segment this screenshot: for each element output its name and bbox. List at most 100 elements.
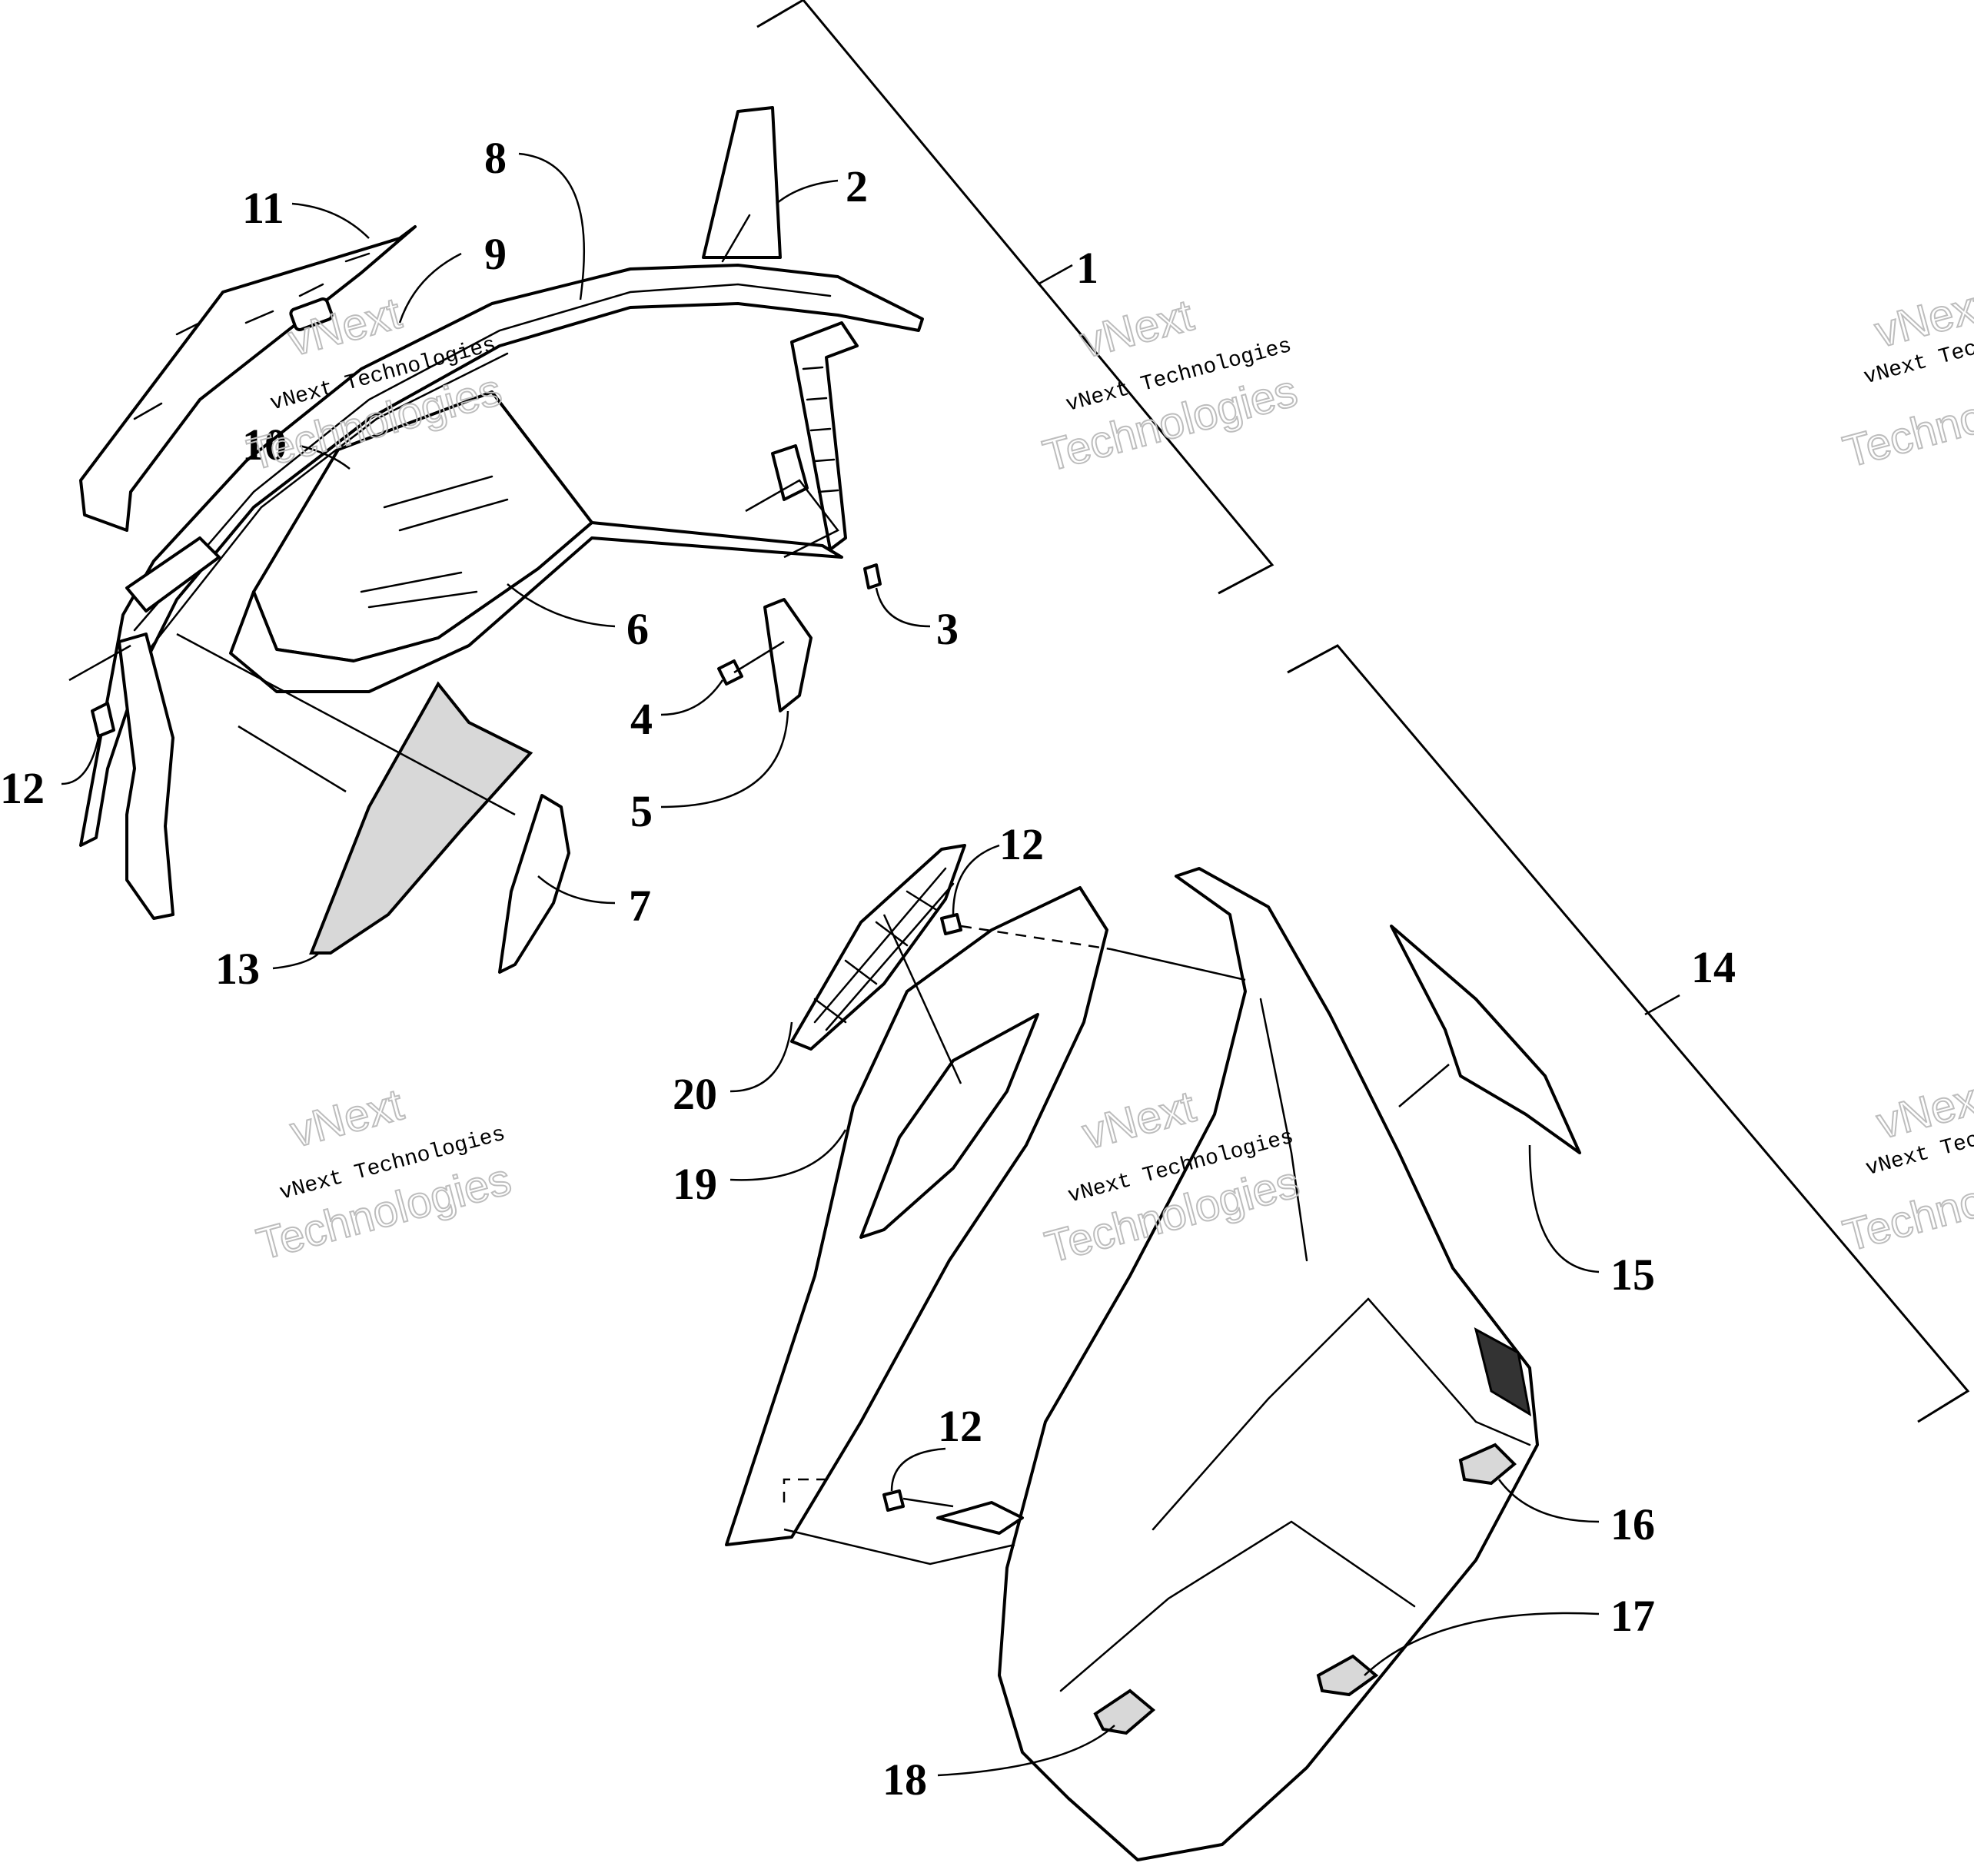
top-cap-clip [289, 297, 334, 332]
lower-bracket-lines [783, 1528, 1015, 1566]
watermark-upper-right: vNext vNext Technologies Technologies [1837, 279, 1974, 478]
nose-contour-2 [1152, 1297, 1370, 1531]
callout-15: 15 [1610, 1250, 1655, 1300]
strip-teeth [802, 366, 839, 493]
callout-12-mid: 12 [999, 819, 1044, 869]
callout-16: 16 [1610, 1499, 1655, 1549]
svg-text:vNext: vNext [285, 1079, 408, 1157]
nose-contour-1 [1367, 1297, 1531, 1446]
leader-9 [398, 252, 462, 324]
assembly-bracket-1 [756, 0, 1274, 595]
leader-7-b [238, 725, 347, 793]
callout-19: 19 [673, 1159, 717, 1209]
leader-5 [660, 710, 789, 809]
leader-7 [537, 875, 616, 905]
leader-17 [1364, 1612, 1600, 1676]
leader-11 [291, 202, 370, 239]
callout-3: 3 [936, 604, 959, 654]
svg-text:vNext: vNext [1077, 1081, 1200, 1159]
decal-part-16 [1458, 1443, 1517, 1486]
windshield-reflections [360, 475, 509, 609]
watermark-upper-center: vNext vNext Technologies Technologies [1037, 289, 1303, 482]
callout-8: 8 [484, 133, 507, 183]
lower-bracket [936, 1501, 1024, 1535]
leader-14 [1644, 994, 1680, 1016]
callout-20: 20 [673, 1069, 717, 1119]
callout-12-left: 12 [0, 763, 45, 813]
leader-12-upper [68, 644, 131, 682]
callout-1: 1 [1076, 243, 1098, 293]
callout-12-low: 12 [938, 1401, 982, 1451]
callout-13: 13 [215, 944, 260, 994]
screw-12-low-axis [902, 1497, 954, 1508]
leader-3-5 [745, 479, 839, 559]
leader-19 [729, 1129, 847, 1181]
grille-19-axis [882, 914, 962, 1084]
nose-body [998, 867, 1539, 1861]
leader-3 [875, 587, 931, 628]
callout-9: 9 [484, 229, 507, 279]
fin-part-2 [702, 106, 782, 259]
foam-pad-part-13 [309, 681, 533, 955]
screw-part-12-upper [91, 702, 115, 738]
screw-12-mid-axis [960, 925, 1112, 951]
leader-15 [1528, 1144, 1600, 1273]
screw-12-mid-axis-2 [1110, 948, 1246, 981]
assembly-bracket-14 [1287, 644, 1970, 1423]
screw-4-axis [733, 640, 785, 674]
screw-part-12-low [882, 1489, 905, 1512]
left-side-panel [118, 633, 174, 920]
leader-15-body [1398, 1064, 1450, 1107]
clip-part-3 [863, 563, 882, 589]
callout-7: 7 [629, 881, 651, 931]
screw-part-4 [717, 659, 743, 686]
leader-12-low [890, 1447, 946, 1492]
leader-18 [937, 1725, 1115, 1777]
grille-mesh [813, 867, 955, 1031]
callout-14: 14 [1691, 942, 1736, 992]
hood-frame-edge [133, 283, 832, 632]
decal-part-18 [1093, 1688, 1156, 1735]
left-latch [125, 536, 221, 613]
callout-18: 18 [882, 1755, 927, 1805]
strip-part-3 [790, 321, 859, 551]
callout-5: 5 [630, 786, 653, 836]
bracket-part-5 [763, 598, 813, 712]
callout-10: 10 [242, 420, 287, 470]
leader-6 [507, 583, 616, 628]
leader-12-left [61, 737, 100, 785]
nose-contour-3 [1059, 1520, 1416, 1692]
callout-4: 4 [630, 694, 653, 744]
callout-11: 11 [242, 183, 284, 233]
leader-7-a [176, 633, 516, 816]
hood-frame-edge-2 [145, 352, 509, 655]
bracket-part-5-upper [771, 444, 809, 501]
leader-20 [729, 1021, 793, 1093]
watermark-lower-right: vNext vNext Technologies Technologies [1837, 1070, 1974, 1261]
top-cap-part-11 [79, 225, 417, 532]
leader-8 [518, 152, 586, 300]
leader-1 [1037, 264, 1073, 286]
leader-2 [776, 179, 839, 204]
hood-lower-skirt [229, 521, 843, 693]
decal-part-17 [1316, 1654, 1379, 1697]
leader-13 [272, 952, 320, 970]
side-panel-window [859, 1013, 1039, 1239]
screw-part-12-mid [940, 913, 962, 935]
bracket-part-7 [498, 794, 570, 974]
leader-10 [299, 444, 351, 470]
nose-contour-4 [1259, 998, 1308, 1262]
lower-bracket-dashes [783, 1478, 830, 1502]
top-cap-vents [133, 252, 371, 420]
fin-crease [721, 214, 751, 263]
callout-17: 17 [1610, 1591, 1655, 1641]
svg-text:vNext: vNext [1075, 290, 1198, 367]
leader-12-mid [952, 844, 1000, 915]
hood-frame-part-10 [79, 264, 924, 847]
watermark-lower-left: vNext vNext Technologies Technologies [251, 1078, 517, 1270]
leader-4 [660, 679, 724, 716]
callout-6: 6 [626, 604, 649, 654]
nose-vent [1474, 1327, 1532, 1417]
fin-part-15 [1390, 925, 1581, 1154]
